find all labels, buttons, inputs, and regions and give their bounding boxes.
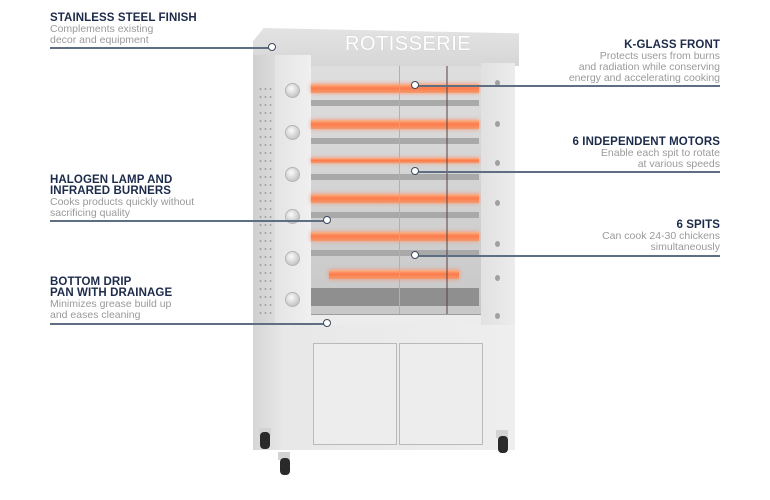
marker-dot-spits	[411, 251, 419, 259]
caster-wheel-rear-left	[260, 432, 270, 449]
callout-desc-line: Cooks products quickly without	[50, 196, 195, 208]
leader-line-k-glass	[418, 85, 720, 87]
brand-logo: ROTISSERIE	[345, 33, 472, 55]
cabinet-door-right	[399, 343, 483, 445]
motor-indicator-1	[495, 80, 500, 86]
motor-indicator-3	[495, 160, 500, 166]
k-glass-window	[311, 66, 483, 316]
caster-mount-front-left	[278, 452, 290, 460]
callout-desc-line: energy and accelerating cooking	[568, 72, 720, 84]
marker-dot-k-glass	[411, 81, 419, 89]
callout-k-glass: K-GLASS FRONT Protects users from burns …	[568, 39, 720, 84]
infrared-burner-1	[311, 84, 479, 93]
callout-desc-line: at various speeds	[637, 158, 720, 170]
callout-title: INFRARED BURNERS	[50, 185, 172, 197]
control-knob-2	[285, 125, 300, 140]
callout-desc-line: Minimizes grease build up	[50, 298, 172, 310]
marker-dot-motors	[411, 167, 419, 175]
callout-title: BOTTOM DRIP	[50, 276, 132, 288]
leader-line-stainless-steel	[50, 47, 270, 49]
leader-line-motors	[418, 171, 720, 173]
infrared-burner-6	[329, 270, 459, 279]
callout-desc-line: and eases cleaning	[50, 309, 141, 321]
marker-dot-stainless-steel	[268, 43, 276, 51]
motor-indicator-6	[495, 275, 500, 281]
infrared-burner-4	[311, 194, 479, 203]
callout-desc-line: sacrificing quality	[50, 207, 130, 219]
caster-wheel-front-left	[280, 458, 290, 475]
motor-indicator-5	[495, 241, 500, 247]
callout-desc-line: decor and equipment	[50, 34, 149, 46]
control-knob-5	[285, 251, 300, 266]
spit-1	[311, 100, 479, 106]
spit-2	[311, 138, 479, 144]
caster-mount-right	[496, 430, 508, 438]
leader-line-drip-pan	[50, 323, 325, 325]
callout-desc-line: and radiation while conserving	[578, 61, 720, 73]
motor-indicator-7	[495, 313, 500, 319]
spit-3	[311, 174, 479, 180]
caster-wheel-right	[498, 436, 508, 453]
spit-6	[311, 288, 479, 306]
right-cabinet	[481, 63, 515, 328]
spit-4	[311, 212, 479, 218]
callout-drip-pan: BOTTOM DRIP PAN WITH DRAINAGE Minimizes …	[50, 276, 173, 321]
callout-title: HALOGEN LAMP AND	[50, 174, 173, 186]
infrared-burner-2	[311, 120, 479, 129]
callout-desc-line: Can cook 24-30 chickens	[602, 230, 720, 242]
callout-title: 6 INDEPENDENT MOTORS	[572, 136, 720, 148]
callout-title: 6 SPITS	[676, 219, 720, 231]
control-knob-6	[285, 292, 300, 307]
leader-line-spits	[418, 255, 720, 257]
control-knob-3	[285, 167, 300, 182]
marker-dot-halogen-burners	[323, 216, 331, 224]
callout-stainless-steel: STAINLESS STEEL FINISH Complements exist…	[50, 12, 197, 46]
callout-title: K-GLASS FRONT	[624, 39, 720, 51]
leader-line-halogen-burners	[50, 220, 325, 222]
callout-desc-line: Enable each spit to rotate	[600, 147, 720, 159]
callout-desc-line: Protects users from burns	[599, 50, 720, 62]
callout-title: PAN WITH DRAINAGE	[50, 287, 173, 299]
spit-support-bar	[446, 66, 448, 316]
callout-desc-line: simultaneously	[650, 241, 720, 253]
callout-motors: 6 INDEPENDENT MOTORS Enable each spit to…	[572, 136, 720, 170]
ventilation-perforation	[258, 85, 274, 315]
control-knob-1	[285, 83, 300, 98]
marker-dot-drip-pan	[323, 319, 331, 327]
motor-indicator-4	[495, 200, 500, 206]
control-knob-4	[285, 209, 300, 224]
motor-indicator-2	[495, 121, 500, 127]
callout-halogen-burners: HALOGEN LAMP AND INFRARED BURNERS Cooks …	[50, 174, 195, 219]
callout-title: STAINLESS STEEL FINISH	[50, 12, 197, 24]
storage-base-cabinet	[253, 325, 515, 450]
glass-door-seam	[399, 66, 400, 316]
infrared-burner-3	[311, 158, 479, 163]
callout-spits: 6 SPITS Can cook 24-30 chickens simultan…	[602, 219, 720, 253]
infrared-burner-5	[311, 232, 479, 241]
cabinet-door-left	[313, 343, 397, 445]
callout-desc-line: Complements existing	[50, 23, 154, 35]
spit-5	[311, 250, 479, 256]
left-cabinet-front	[275, 55, 311, 325]
